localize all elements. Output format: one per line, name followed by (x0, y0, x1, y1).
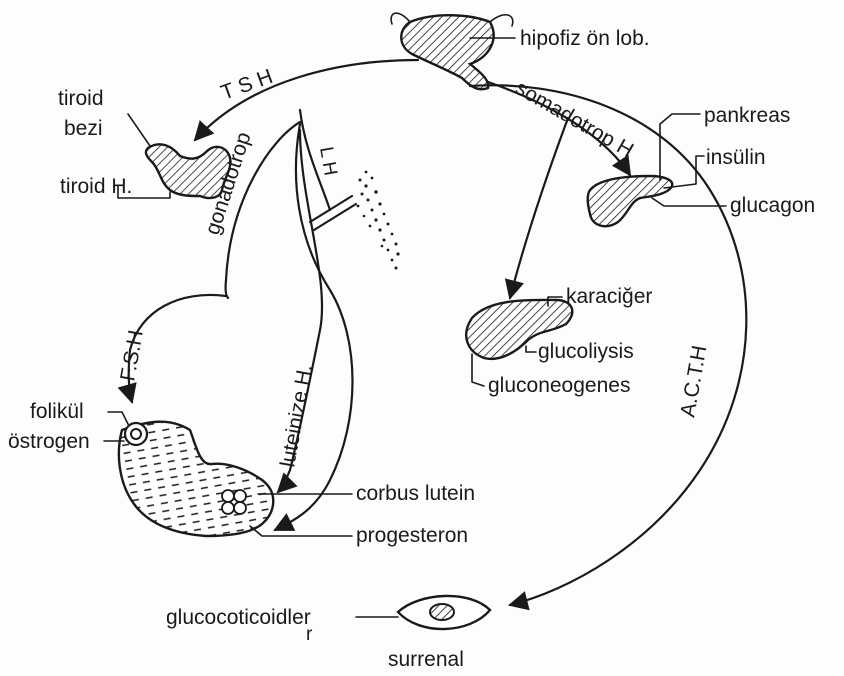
gluconeogenesis-label: gluconeogenes (488, 374, 630, 397)
estrogen-label: östrogen (8, 430, 90, 453)
ovary (119, 422, 273, 536)
progesterone-label: progesteron (356, 524, 468, 547)
progesterone-leader (250, 526, 352, 536)
pancreas-leader (660, 114, 700, 180)
lh-label: L H (315, 145, 341, 177)
pancreas (588, 176, 673, 226)
adrenal-label: surrenal (388, 648, 464, 671)
lh-bar-2 (314, 204, 356, 230)
liver-label: karaciğer (566, 285, 652, 308)
pancreas-label: pankreas (704, 104, 790, 127)
follicle-leader (108, 412, 128, 424)
follicle-label: folikül (30, 400, 84, 423)
glucagon-label: glucagon (730, 194, 815, 217)
liver-arrow (510, 118, 568, 298)
acth-label: A.C.T.H (676, 344, 711, 419)
lh-bar-1 (310, 196, 352, 222)
luteinize-arrow-outer (275, 124, 353, 530)
thyroid-gland-label-line2: bezi (64, 117, 103, 140)
somatotrop-label: somadotrop H (512, 76, 638, 162)
thyroid-hormone-label: tiroid H. (60, 175, 132, 198)
insulin-label: insülin (706, 146, 766, 169)
fsh-label: F.S.H (116, 328, 148, 383)
corpus-luteum-label: corbus lutein (356, 482, 475, 505)
glucocorticoids-note: r (306, 624, 313, 645)
gluconeogenesis-leader (472, 354, 484, 386)
thyroid-gland-label-line1: tiroid (58, 87, 104, 110)
glycolysis-leader (526, 346, 536, 352)
pituitary-label: hipofiz ön lob. (520, 27, 650, 50)
adrenal-gland (398, 596, 490, 629)
pituitary-gland (391, 13, 515, 89)
follicle-inner (131, 429, 141, 439)
luteinize-label: luteinize H. (276, 363, 317, 469)
glucocorticoids-label: glucocoticoidler (166, 606, 311, 629)
glycolysis-label: glucoliysis (538, 340, 634, 363)
lh-stipple (357, 171, 400, 270)
thyroid-leader (128, 114, 150, 146)
